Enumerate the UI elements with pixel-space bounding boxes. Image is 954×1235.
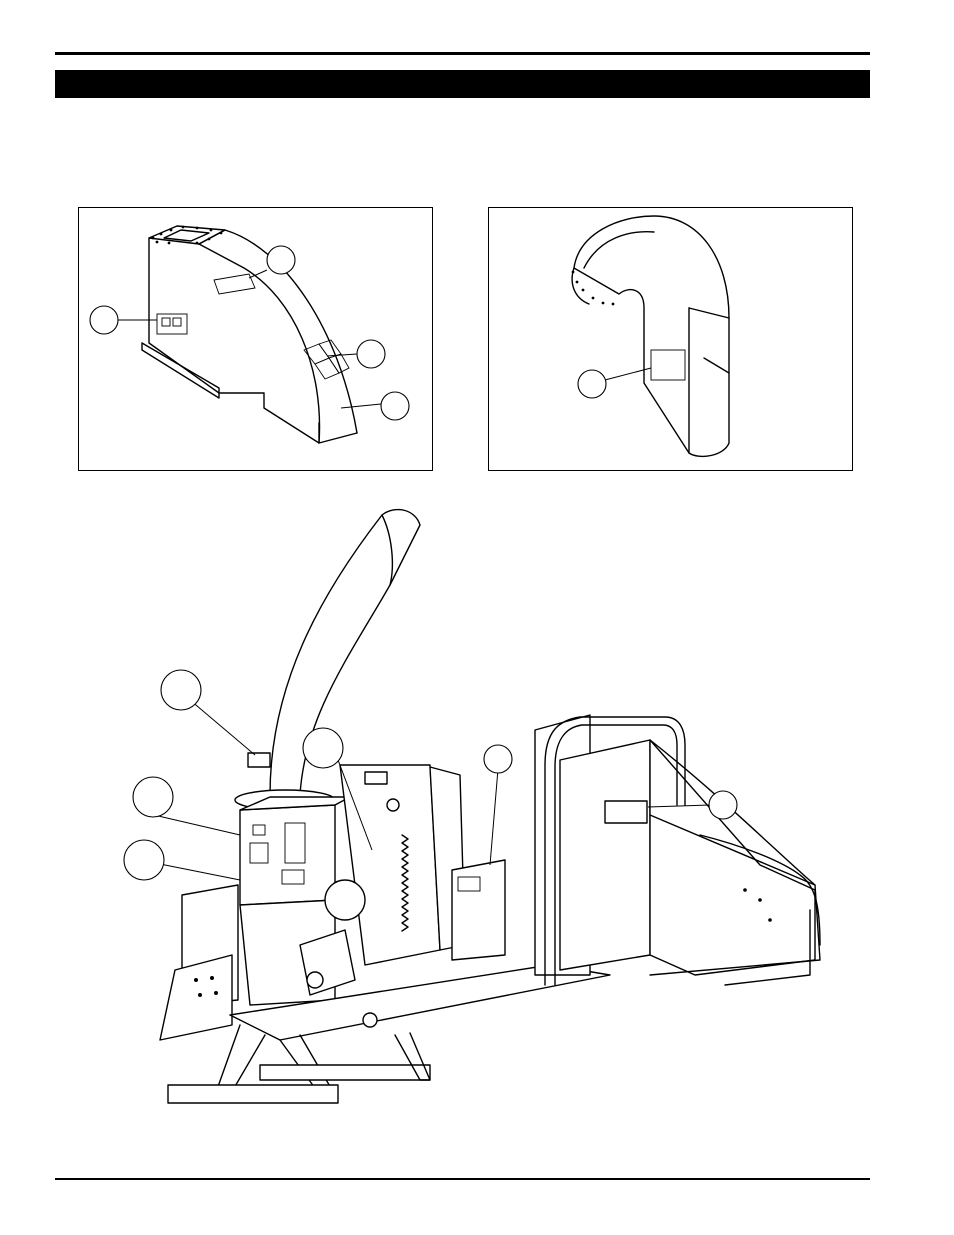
chipper-assembly-drawing [123,508,821,1104]
section-title [55,75,63,92]
bottom-rule [55,1178,870,1180]
inset-upper-chute [488,207,853,471]
callout-right-1 [577,369,607,399]
callout-main-3 [123,839,165,881]
callout-main-2 [132,776,174,818]
callout-main-4 [302,727,344,769]
callout-left-4 [380,391,410,421]
discharge-housing-drawing [89,225,410,444]
main-chipper-view [120,505,840,1125]
section-title-bar [55,70,870,98]
callout-main-6 [708,790,738,820]
inset-discharge-housing [78,207,433,471]
callout-left-3 [356,339,386,369]
top-rule [55,52,870,55]
callout-left-1 [89,305,119,335]
callout-main-5 [483,744,513,774]
upper-chute-drawing [571,215,730,458]
callout-main-1 [160,669,202,711]
callout-left-2 [266,245,296,275]
